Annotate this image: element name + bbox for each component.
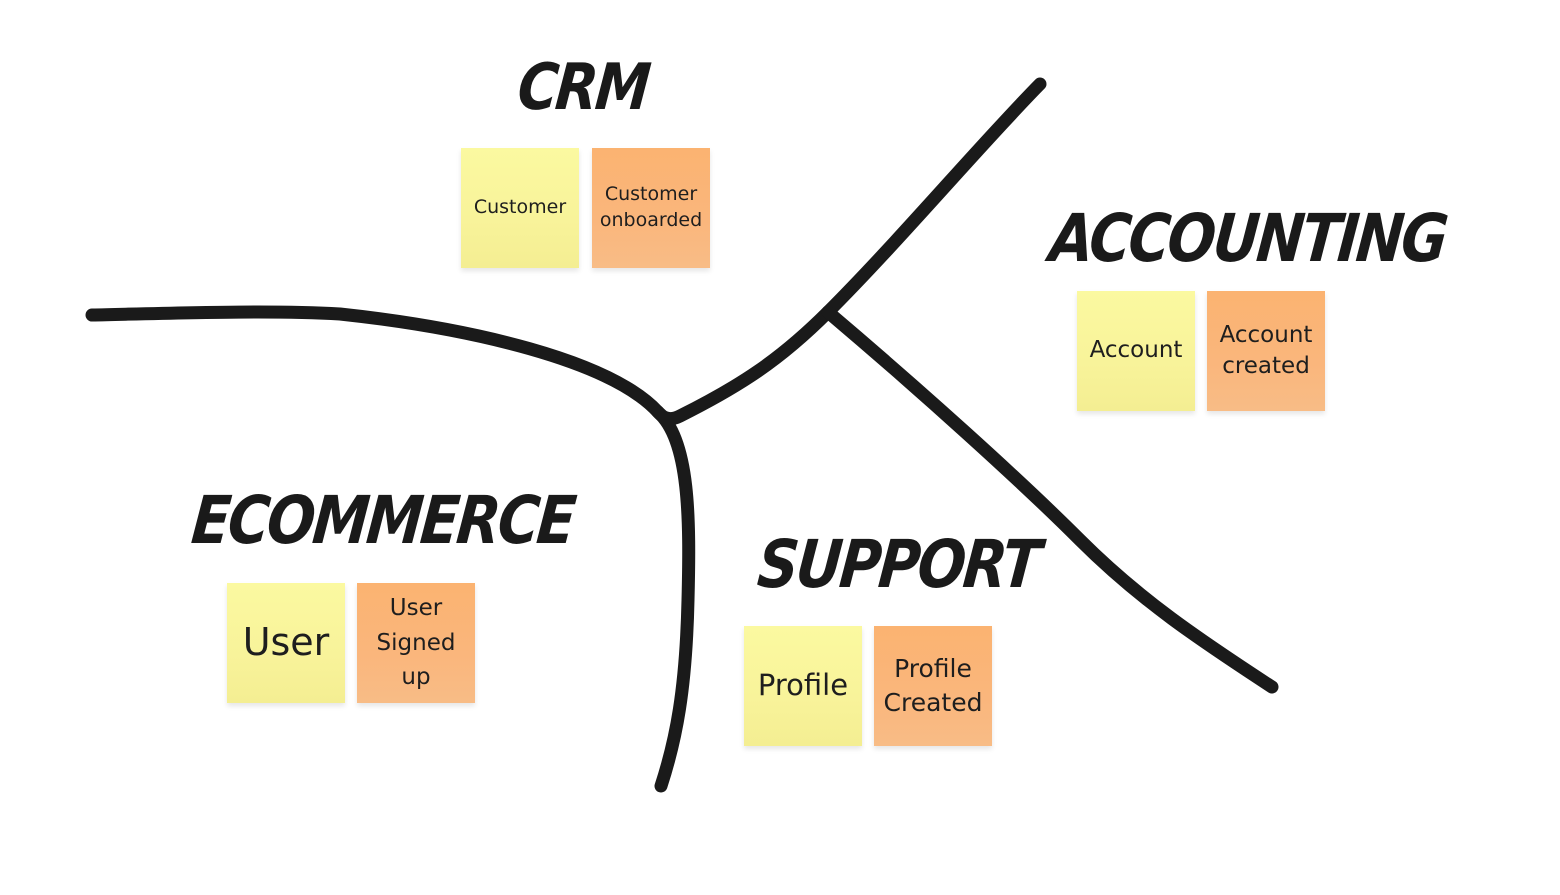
sticky-label: Customer onboarded <box>599 183 703 231</box>
boundary-line-south <box>651 405 696 793</box>
sticky-label: Account <box>1089 337 1183 364</box>
sticky-label: User <box>242 620 330 665</box>
boundary-line-center <box>651 305 835 426</box>
sticky-event-customer-onboarded[interactable]: Customer onboarded <box>592 148 710 268</box>
context-title-ecommerce: ECOMMERCE <box>188 482 577 559</box>
sticky-label: Profile <box>757 668 849 703</box>
boundary-line-southeast <box>821 305 1279 694</box>
sticky-event-account-created[interactable]: Account created <box>1207 291 1325 411</box>
sticky-entity-account[interactable]: Account <box>1077 291 1195 411</box>
sticky-event-user-signed-up[interactable]: User Signed up <box>357 583 475 703</box>
boundary-line-west <box>85 305 665 419</box>
sticky-label: Customer <box>473 196 567 219</box>
sticky-entity-user[interactable]: User <box>227 583 345 703</box>
sticky-entity-profile[interactable]: Profile <box>744 626 862 746</box>
context-title-support: SUPPORT <box>754 526 1042 603</box>
boundary-line-northeast <box>821 77 1047 319</box>
context-title-accounting: ACCOUNTING <box>1046 200 1449 277</box>
sticky-entity-customer[interactable]: Customer <box>461 148 579 268</box>
context-title-crm: CRM <box>514 51 652 125</box>
sticky-label: User Signed up <box>376 595 456 691</box>
sticky-label: Profile Created <box>883 654 983 717</box>
sticky-event-profile-created[interactable]: Profile Created <box>874 626 992 746</box>
sticky-label: Account created <box>1219 321 1313 379</box>
